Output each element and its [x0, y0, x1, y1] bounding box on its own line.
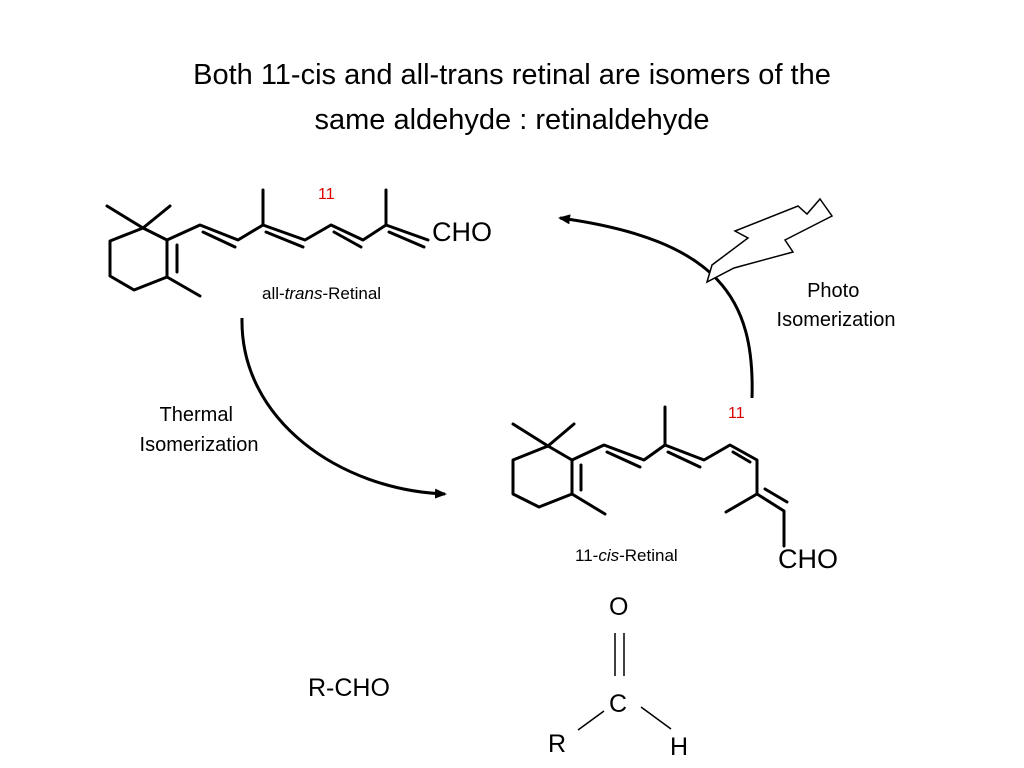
trans-ring-bonds [108, 226, 169, 292]
cis-double-bond-2 [666, 450, 702, 469]
slide-title-line-1: Both 11-cis and all-trans retinal are is… [193, 59, 831, 91]
photo-label: Photo Isomerization [777, 280, 896, 331]
trans-position-11-marker: 11 [318, 186, 335, 203]
cis-ring-methyl [570, 492, 607, 516]
photo-isomerization-arrow [558, 214, 754, 399]
trans-double-bond-1 [201, 230, 237, 249]
slide-title-line-2: same aldehyde : retinaldehyde [314, 104, 710, 136]
trans-ring-methyl [165, 275, 202, 298]
aldehyde-formula: R-CHO [308, 674, 390, 702]
cis-polyene-chain [570, 443, 786, 548]
oxygen-atom: O [609, 593, 628, 621]
all-trans-retinal-label: all-trans-Retinal [262, 284, 381, 303]
all-trans-retinal-structure [105, 188, 430, 298]
cis-chain-methyl-2 [724, 492, 759, 514]
aldehyde-structure [577, 633, 672, 731]
11-cis-retinal-structure [511, 405, 789, 548]
cis-gem-methyl-1 [511, 422, 550, 448]
light-bolt-icon [705, 197, 834, 284]
cis-double-bond-3 [731, 450, 752, 464]
cis-gem-methyl-2 [546, 422, 576, 448]
cis-double-bond-4 [763, 487, 789, 504]
trans-cho-label: CHO [432, 217, 492, 247]
cis-double-bond-1 [605, 450, 642, 469]
trans-double-bond-3 [332, 230, 363, 249]
cis-ring-bonds [511, 444, 574, 509]
trans-double-bond-4 [387, 230, 426, 249]
11-cis-retinal-label: 11-cis-Retinal [575, 546, 678, 565]
cis-position-11-marker: 11 [728, 405, 745, 422]
r-group-atom: R [548, 730, 566, 758]
thermal-label: Thermal Isomerization [140, 404, 259, 456]
trans-gem-methyl-2 [141, 204, 172, 230]
c-h-bond [640, 706, 672, 730]
hydrogen-atom: H [670, 733, 688, 761]
r-c-bond [577, 710, 605, 731]
cis-cho-label: CHO [778, 544, 838, 574]
trans-double-bond-2 [264, 230, 305, 249]
thermal-isomerization-arrow [240, 317, 447, 499]
trans-gem-methyl-1 [105, 204, 145, 230]
trans-polyene-chain [165, 223, 430, 242]
carbon-atom: C [609, 690, 627, 718]
